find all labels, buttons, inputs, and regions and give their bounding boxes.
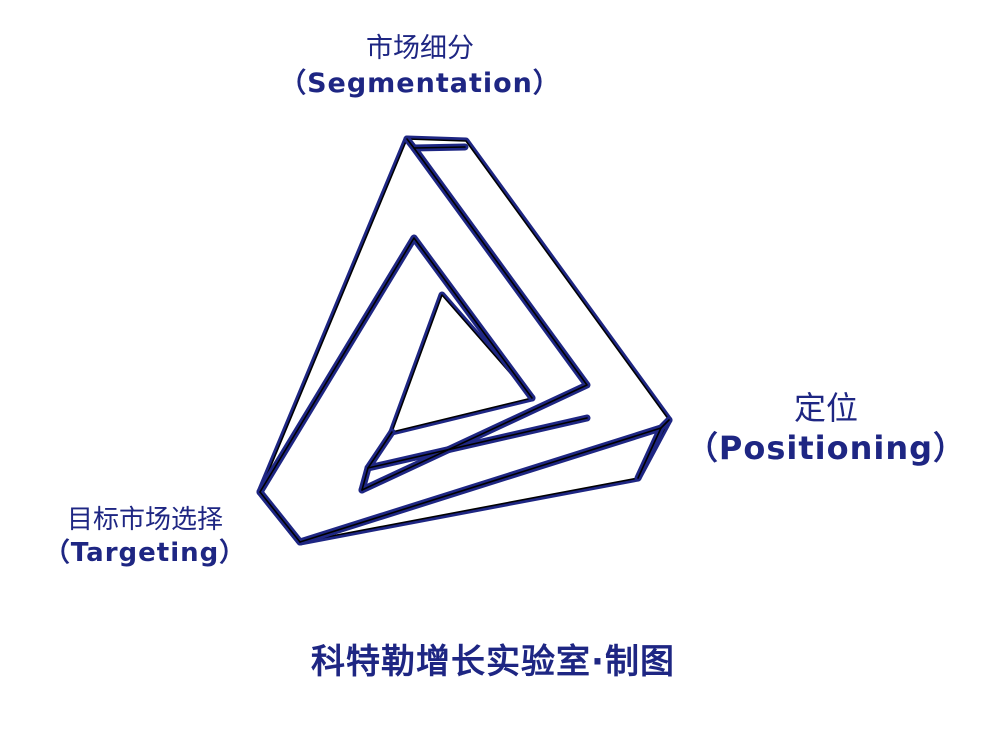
label-targeting-zh: 目标市场选择 (66, 505, 223, 535)
label-segmentation: 市场细分 （Segmentation） (270, 32, 570, 101)
label-positioning-en: （Positioning） (685, 429, 967, 467)
label-segmentation-en: （Segmentation） (279, 67, 561, 99)
label-positioning-zh: 定位 (793, 389, 858, 427)
label-targeting: 目标市场选择 （Targeting） (10, 504, 280, 570)
label-positioning: 定位 （Positioning） (676, 388, 976, 470)
label-targeting-en: （Targeting） (43, 537, 247, 568)
footer-credit: 科特勒增长实验室·制图 (311, 642, 675, 682)
label-segmentation-zh: 市场细分 (366, 33, 474, 64)
